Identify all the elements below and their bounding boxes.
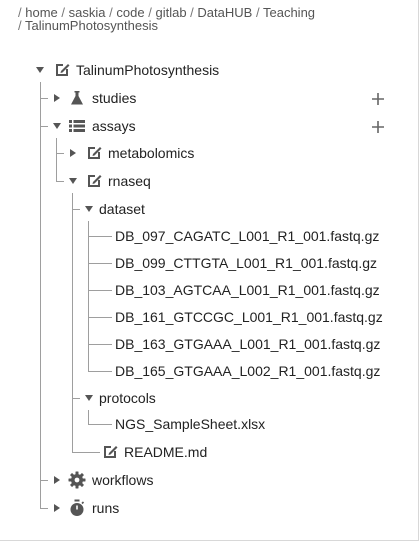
file-name: NGS_SampleSheet.xlsx: [115, 416, 266, 432]
breadcrumb-separator: /: [18, 5, 22, 20]
breadcrumb-separator: /: [255, 5, 260, 20]
edit-icon: [101, 443, 119, 461]
tree-node-label: protocols: [99, 390, 156, 406]
breadcrumb-segment-code[interactable]: code: [116, 5, 145, 20]
tree-file-item[interactable]: DB_097_CAGATC_L001_R1_001.fastq.gz: [115, 225, 379, 247]
caret-down-icon: [85, 206, 93, 212]
expand-caret-metabolomics[interactable]: [67, 147, 79, 159]
list-icon: [68, 117, 86, 135]
gear-icon: [68, 471, 86, 489]
tree-node-readme[interactable]: README.md: [124, 441, 207, 463]
tree-node-root[interactable]: TalinumPhotosynthesis: [76, 59, 219, 81]
file-name: DB_165_GTGAAA_L002_R1_001.fastq.gz: [115, 363, 381, 379]
tree-node-label: studies: [92, 90, 137, 106]
add-assay-button[interactable]: [370, 119, 386, 135]
tree-file-item[interactable]: DB_165_GTGAAA_L002_R1_001.fastq.gz: [115, 360, 380, 382]
tree-node-label: assays: [92, 118, 136, 134]
breadcrumb-separator: /: [190, 5, 194, 20]
breadcrumb-segment-teaching[interactable]: Teaching: [262, 5, 316, 20]
caret-down-icon: [36, 67, 44, 73]
breadcrumb-segment-gitlab[interactable]: gitlab: [155, 5, 187, 20]
collapse-caret-root[interactable]: [34, 64, 46, 76]
tree-node-assays[interactable]: assays: [92, 115, 136, 137]
tree-node-label: workflows: [92, 472, 154, 488]
breadcrumb-line-2: / TalinumPhotosynthesis: [18, 19, 413, 32]
tree-node-dataset[interactable]: dataset: [99, 198, 145, 220]
breadcrumb-segment-talinumphotosynthesis[interactable]: TalinumPhotosynthesis: [25, 18, 158, 33]
breadcrumb-separator: /: [18, 18, 22, 33]
tree-node-label: metabolomics: [108, 145, 195, 161]
file-name: DB_163_GTGAAA_L001_R1_001.fastq.gz: [115, 336, 381, 352]
flask-icon: [68, 89, 86, 107]
tree-node-protocols[interactable]: protocols: [99, 387, 156, 409]
breadcrumb-separator: /: [148, 5, 152, 20]
tree-node-workflows[interactable]: workflows: [92, 469, 153, 491]
tree-node-label: dataset: [99, 201, 145, 217]
caret-right-icon: [54, 476, 60, 484]
collapse-caret-protocols[interactable]: [83, 392, 95, 404]
plus-icon: [372, 93, 384, 105]
breadcrumb-separator: /: [109, 5, 113, 20]
breadcrumb-line-1: / home / saskia / code / gitlab / DataHU…: [18, 6, 413, 19]
tree-node-runs[interactable]: runs: [92, 497, 119, 519]
caret-down-icon: [85, 395, 93, 401]
collapse-caret-rnaseq[interactable]: [67, 175, 79, 187]
breadcrumb-separator: /: [61, 5, 66, 20]
add-study-button[interactable]: [370, 91, 386, 107]
tree-file-item[interactable]: DB_103_AGTCAA_L001_R1_001.fastq.gz: [115, 279, 380, 301]
edit-icon: [53, 61, 71, 79]
tree-node-label: README.md: [124, 444, 208, 460]
tree-file-item[interactable]: DB_099_CTTGTA_L001_R1_001.fastq.gz: [115, 252, 377, 274]
tree-file-item[interactable]: DB_163_GTGAAA_L001_R1_001.fastq.gz: [115, 333, 380, 355]
tree-node-metabolomics[interactable]: metabolomics: [108, 142, 194, 164]
tree-node-rnaseq[interactable]: rnaseq: [108, 170, 151, 192]
expand-caret-workflows[interactable]: [51, 474, 63, 486]
expand-caret-studies[interactable]: [51, 92, 63, 104]
expand-caret-runs[interactable]: [51, 502, 63, 514]
edit-icon: [85, 144, 103, 162]
plus-icon: [372, 121, 384, 133]
file-name: DB_103_AGTCAA_L001_R1_001.fastq.gz: [115, 282, 380, 298]
breadcrumb-segment-home[interactable]: home: [25, 5, 58, 20]
tree-file-item[interactable]: DB_161_GTCCGC_L001_R1_001.fastq.gz: [115, 306, 383, 328]
breadcrumb: / home / saskia / code / gitlab / DataHU…: [18, 6, 413, 32]
tree-node-studies[interactable]: studies: [92, 87, 136, 109]
breadcrumb-segment-saskia[interactable]: saskia: [68, 5, 106, 20]
file-name: DB_099_CTTGTA_L001_R1_001.fastq.gz: [115, 255, 378, 271]
caret-right-icon: [54, 504, 60, 512]
tree-file-item[interactable]: NGS_SampleSheet.xlsx: [115, 413, 265, 435]
tree-node-label: rnaseq: [108, 173, 151, 189]
caret-right-icon: [54, 94, 60, 102]
caret-down-icon: [53, 123, 61, 129]
timer-icon: [68, 499, 86, 517]
edit-icon: [85, 172, 103, 190]
tree-node-label: runs: [92, 500, 120, 516]
tree-node-label: TalinumPhotosynthesis: [76, 62, 220, 78]
collapse-caret-dataset[interactable]: [83, 203, 95, 215]
caret-right-icon: [70, 149, 76, 157]
file-name: DB_161_GTCCGC_L001_R1_001.fastq.gz: [115, 309, 383, 325]
file-name: DB_097_CAGATC_L001_R1_001.fastq.gz: [115, 228, 380, 244]
collapse-caret-assays[interactable]: [51, 120, 63, 132]
breadcrumb-segment-datahub[interactable]: DataHUB: [197, 5, 253, 20]
caret-down-icon: [69, 178, 77, 184]
